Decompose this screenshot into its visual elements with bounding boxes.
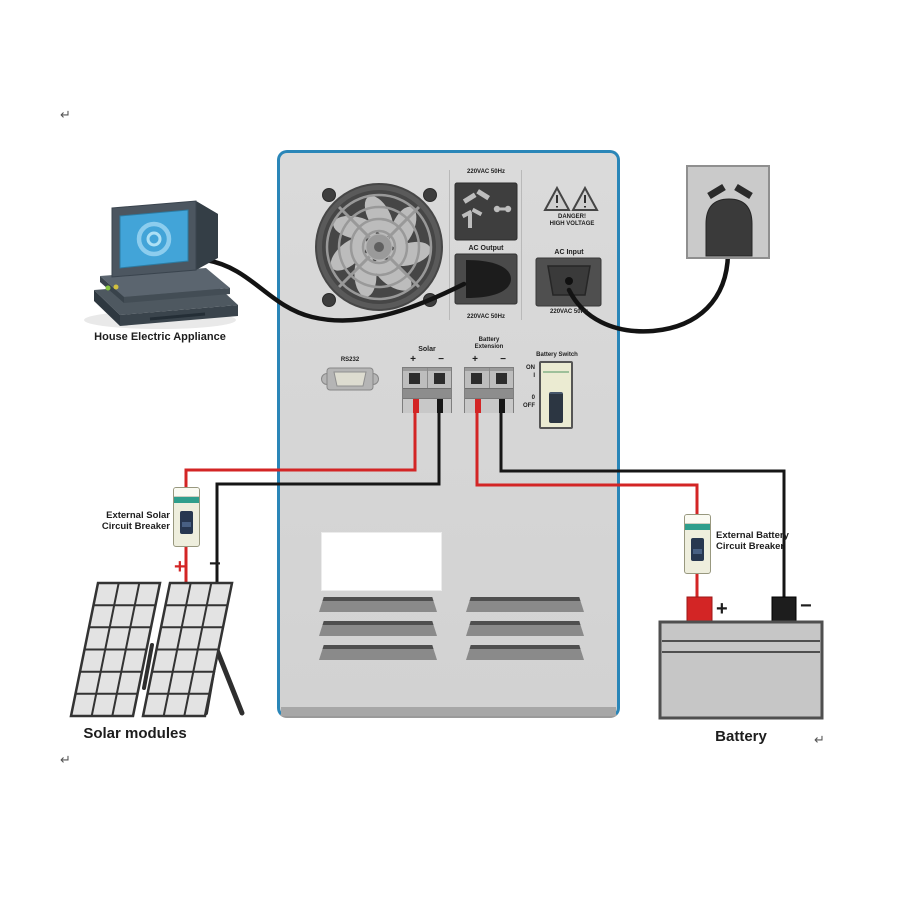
return-mark: ↵ xyxy=(60,107,71,122)
external-battery-circuit-breaker[interactable] xyxy=(684,514,711,574)
solar-modules xyxy=(69,581,245,718)
battery-terminal-label-line1: Battery xyxy=(478,337,500,343)
battery-extension-terminal-block xyxy=(464,367,514,413)
breaker-toggle[interactable] xyxy=(180,511,193,534)
battery-switch[interactable] xyxy=(539,361,573,429)
return-mark: ↵ xyxy=(814,732,825,747)
battery xyxy=(658,596,824,720)
ac-output-voltage-bottom: 220VAC 50Hz xyxy=(467,314,505,320)
wall-outlet xyxy=(686,165,770,259)
battery-label: Battery xyxy=(715,728,767,745)
vent-slot xyxy=(466,621,584,636)
solar-terminal-label: Solar xyxy=(418,346,436,353)
inverter-display xyxy=(321,532,442,591)
screw-terminal xyxy=(433,372,445,384)
battery-positive-terminal xyxy=(686,596,713,625)
screw-terminal xyxy=(495,372,507,384)
rs232-label: RS232 xyxy=(340,357,360,363)
solar-terminal-block xyxy=(402,367,452,413)
battery-breaker-label-line2: Circuit Breaker xyxy=(716,541,785,552)
house-electric-appliance xyxy=(84,200,238,329)
solar-modules-label: Solar modules xyxy=(83,725,187,742)
switch-off-symbol: 0 xyxy=(531,395,535,401)
panel-divider xyxy=(521,170,522,320)
appliance-label: House Electric Appliance xyxy=(94,331,226,343)
solar-terminal-minus: − xyxy=(438,354,444,365)
vent-slot xyxy=(466,645,584,660)
vent-slot xyxy=(319,597,437,612)
warning-text-line2: HIGH VOLTAGE xyxy=(549,221,595,227)
breaker-toggle[interactable] xyxy=(691,538,704,561)
battery-terminal-minus: − xyxy=(500,354,506,365)
warning-text-line1: DANGER! xyxy=(558,214,586,220)
battery-switch-label: Battery Switch xyxy=(536,352,578,358)
ac-output-label: AC Output xyxy=(468,245,504,252)
vent-slot xyxy=(319,645,437,660)
external-solar-circuit-breaker[interactable] xyxy=(173,487,200,547)
panel-divider xyxy=(449,170,450,320)
ac-output-voltage-top: 220VAC 50Hz xyxy=(467,169,505,175)
solar-breaker-label-line2: Circuit Breaker xyxy=(101,521,170,532)
battery-terminal-label-line2: Extension xyxy=(474,344,504,350)
solar-minus-sign: − xyxy=(209,553,221,575)
battery-terminal-plus: + xyxy=(472,354,478,365)
switch-on-symbol: I xyxy=(533,373,535,379)
return-mark: ↵ xyxy=(60,752,71,767)
vent-slot xyxy=(319,621,437,636)
battery-plus-sign: + xyxy=(716,598,728,620)
battery-minus-sign: − xyxy=(800,595,812,617)
outlet-plug xyxy=(705,198,753,257)
ac-input-label: AC Input xyxy=(554,249,584,256)
screw-terminal xyxy=(409,372,421,384)
screw-terminal xyxy=(471,372,483,384)
rocker-toggle[interactable] xyxy=(549,392,563,423)
battery-breaker-label-line1: External Battery xyxy=(716,530,789,541)
inverter-base-strip xyxy=(281,707,616,716)
solar-breaker-label-line1: External Solar xyxy=(106,510,170,521)
ac-input-voltage: 220VAC 50Hz xyxy=(550,309,588,315)
solar-terminal-plus: + xyxy=(410,354,416,365)
battery-negative-terminal xyxy=(771,596,797,625)
switch-on-label: ON xyxy=(526,365,535,371)
solar-plus-sign: + xyxy=(174,556,186,578)
vent-slot xyxy=(466,597,584,612)
switch-off-label: OFF xyxy=(523,403,535,409)
